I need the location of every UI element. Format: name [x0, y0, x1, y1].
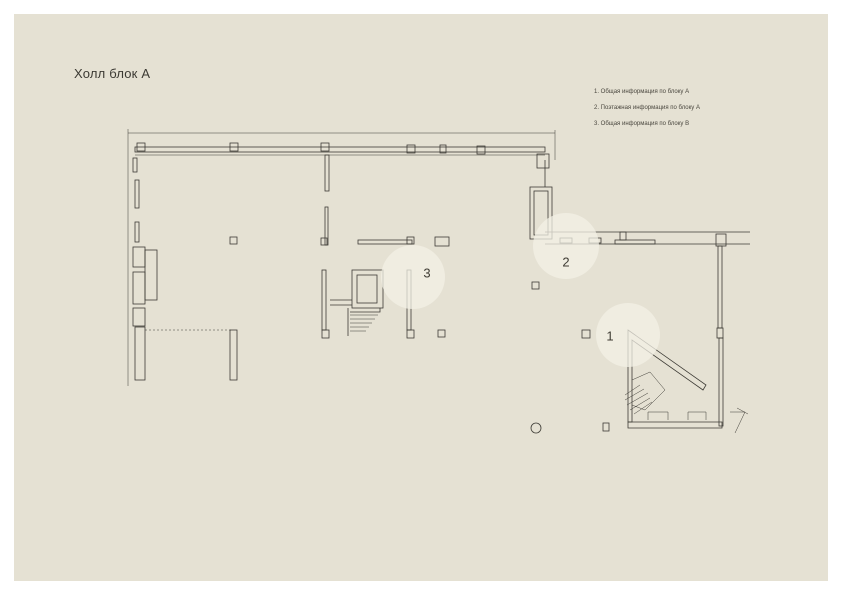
info-marker-2[interactable]: 2	[533, 213, 599, 279]
info-marker-3[interactable]: 3	[381, 245, 445, 309]
marker-2-label: 2	[562, 254, 569, 269]
info-marker-1[interactable]: 1	[596, 303, 660, 367]
marker-3-label: 3	[423, 265, 430, 280]
marker-1-label: 1	[606, 328, 613, 343]
page-title: Холл блок А	[74, 66, 151, 81]
legend-item-3[interactable]: 3. Общая информация по блоку В	[594, 121, 690, 127]
marker-1-circle[interactable]	[596, 303, 660, 367]
marker-2-circle[interactable]	[533, 213, 599, 279]
legend-item-2[interactable]: 2. Поэтажная информация по блоку А	[594, 105, 700, 111]
marker-3-circle[interactable]	[381, 245, 445, 309]
legend: 1. Общая информация по блоку А 2. Поэтаж…	[594, 84, 700, 132]
legend-item-1[interactable]: 1. Общая информация по блоку А	[594, 89, 690, 95]
